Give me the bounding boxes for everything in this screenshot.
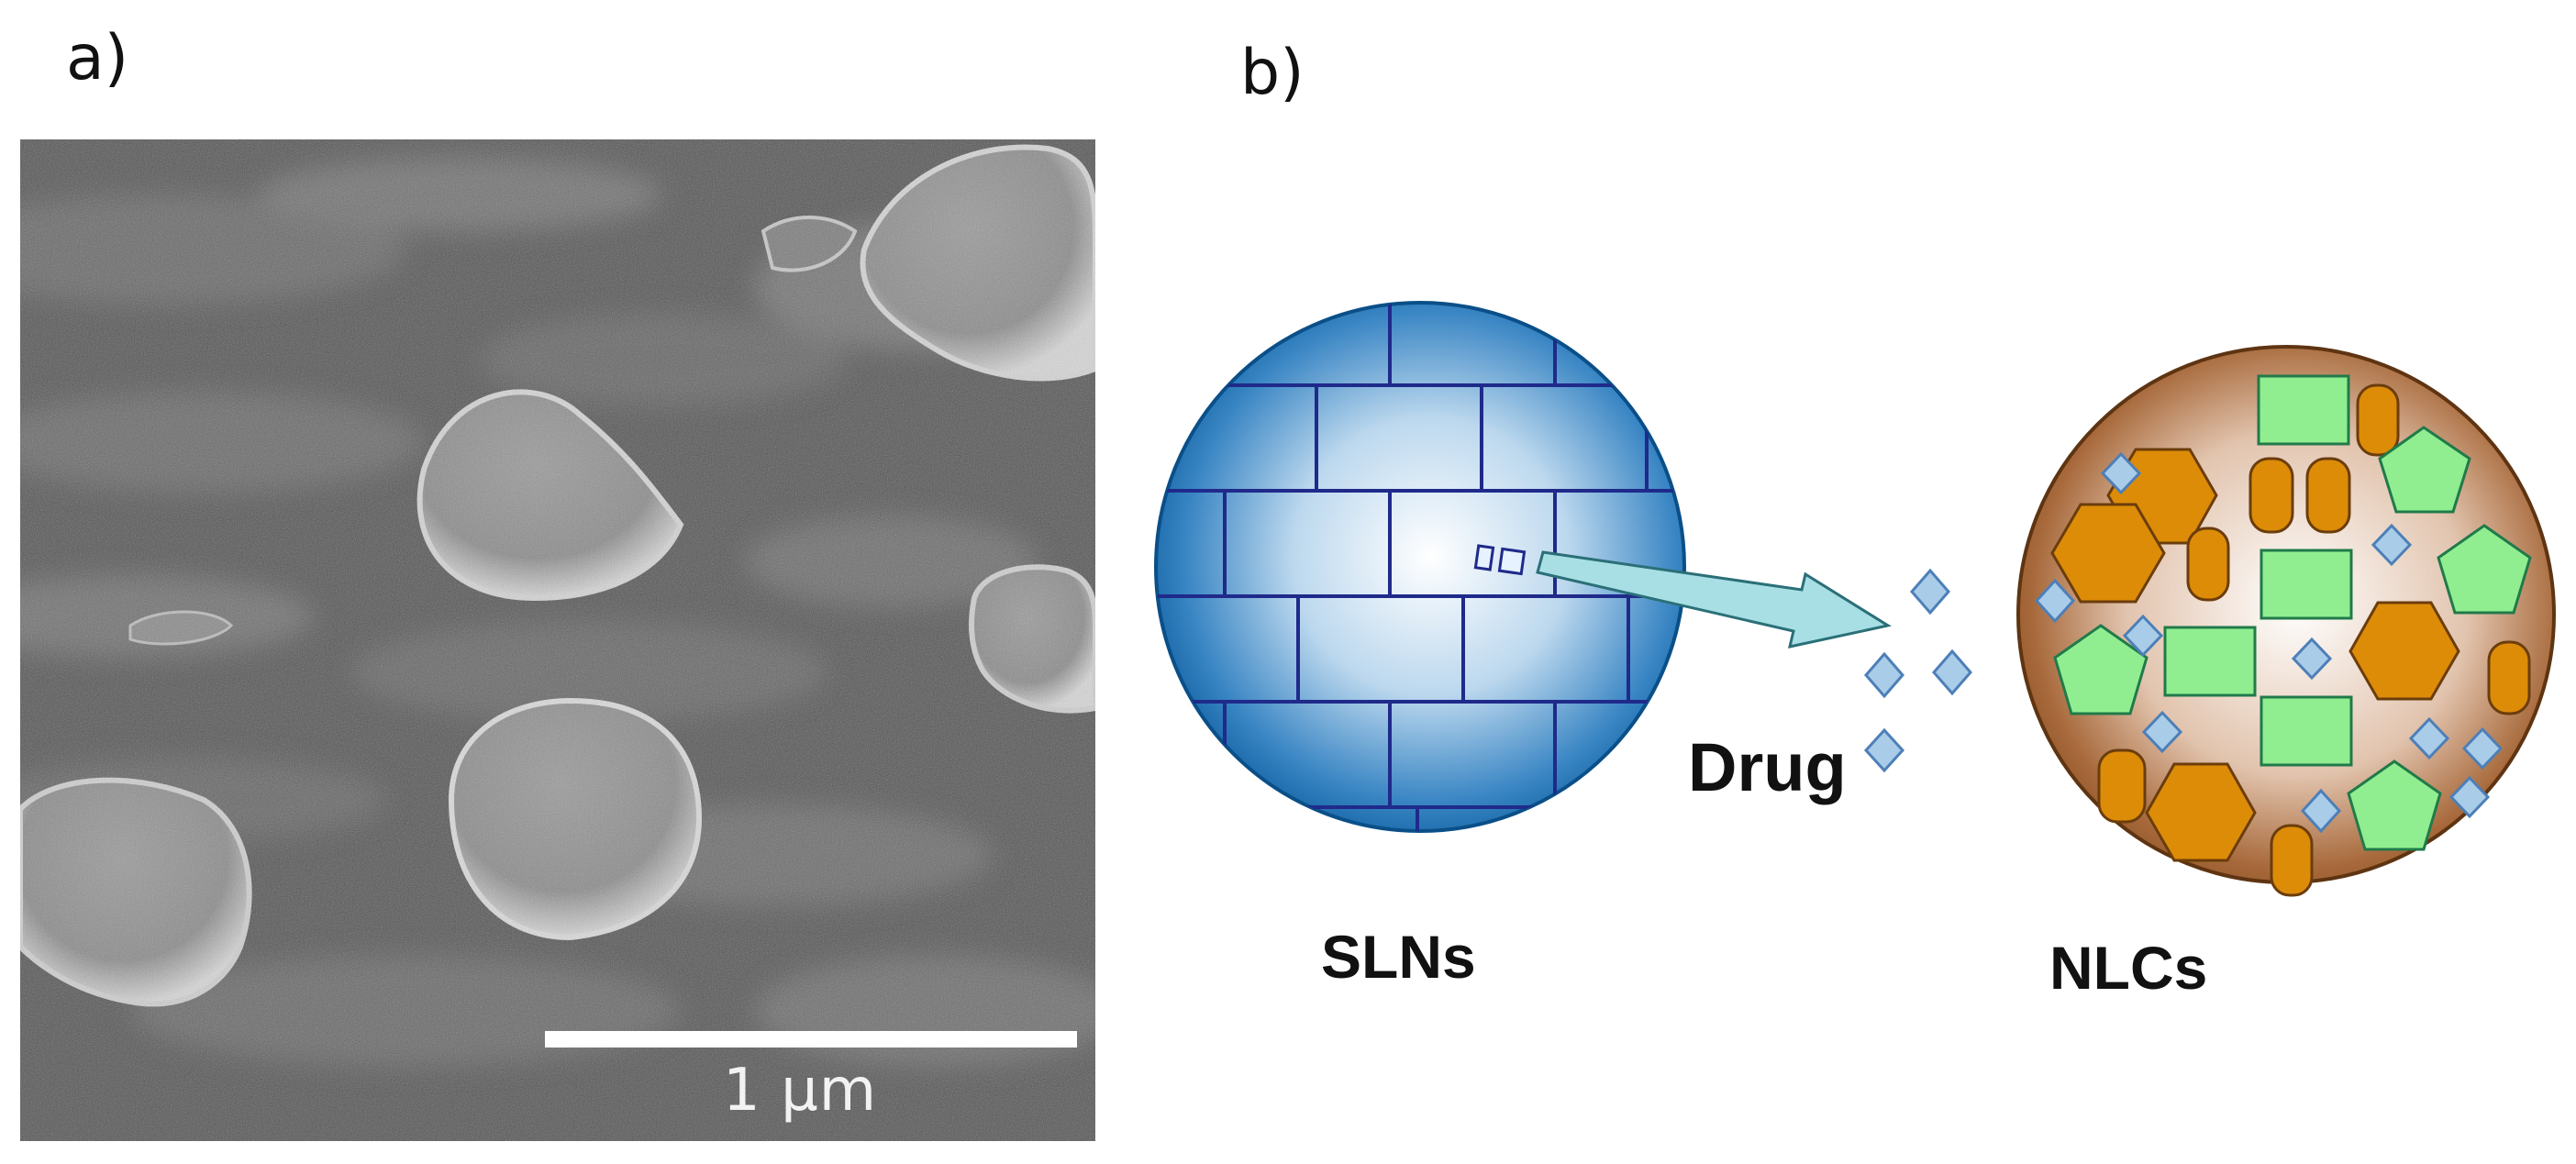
lipid-droplets bbox=[2097, 383, 2531, 897]
embedded-drug bbox=[2034, 451, 2504, 834]
drug-label: Drug bbox=[1688, 729, 1847, 805]
scale-bar bbox=[545, 1031, 1077, 1048]
panel-a-label: a) bbox=[66, 22, 129, 94]
lipid-hexagons bbox=[2050, 448, 2460, 862]
nlc-particle bbox=[2016, 345, 2556, 897]
panel-b-label: b) bbox=[1240, 37, 1305, 109]
slns-label: SLNs bbox=[1321, 923, 1476, 991]
scale-bar-label: 1 µm bbox=[723, 1057, 878, 1125]
released-drug bbox=[1863, 568, 1972, 773]
release-arrow bbox=[1536, 550, 1892, 649]
nanoparticle-diagram bbox=[1138, 229, 2569, 1128]
green-pentagons bbox=[2053, 426, 2532, 851]
sln-particle bbox=[1154, 301, 1686, 833]
green-squares bbox=[2163, 374, 2353, 767]
sem-micrograph bbox=[20, 139, 1095, 1141]
nlcs-label: NLCs bbox=[2049, 934, 2208, 1002]
